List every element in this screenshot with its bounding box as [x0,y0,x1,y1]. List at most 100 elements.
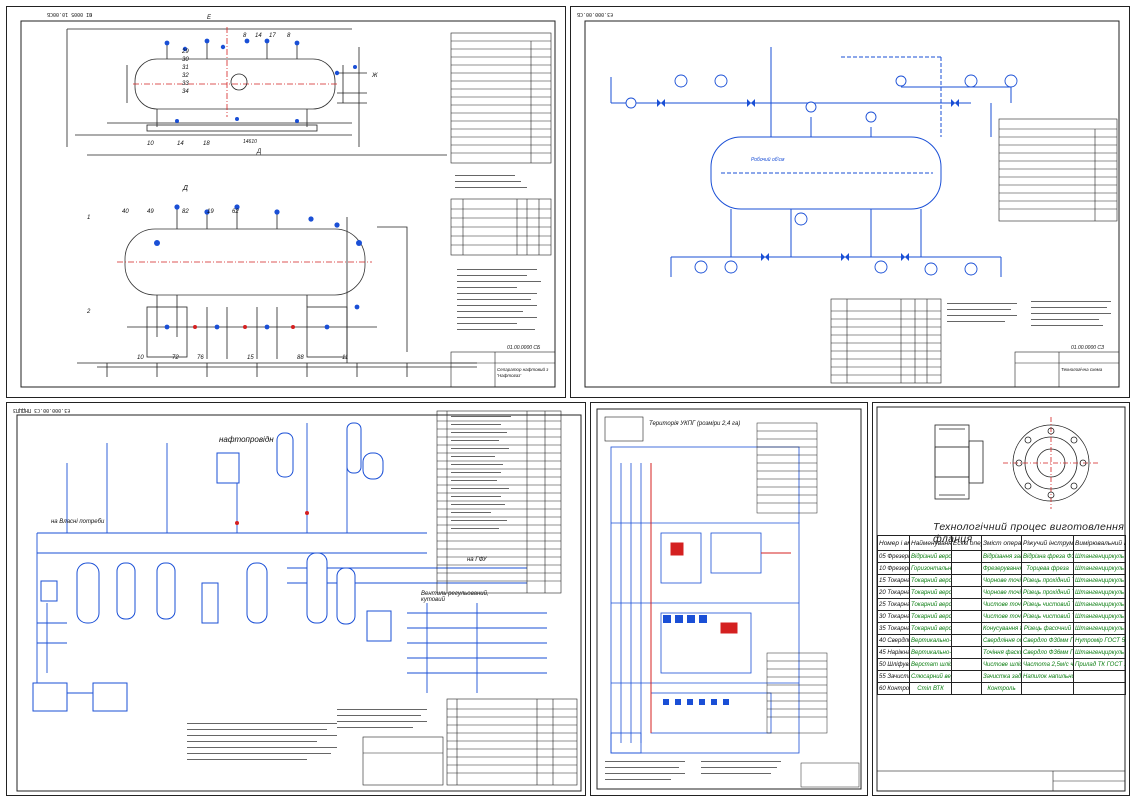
svg-text:40: 40 [122,209,129,215]
table-cell: 20 Токарна [877,586,910,599]
table-cell: Чистове точіння 1,2,3 [981,598,1022,611]
table-cell: 10 Фрезерна [877,562,910,575]
table-cell: 45 Наріжна [877,646,910,659]
sheet2-title: Технологічна схема [1061,367,1103,372]
table-cell: Чорнове точіння 1,2,3 [981,574,1022,587]
scheme-drawing [584,20,1120,388]
label-territory: Територія УКПГ (розміри 2,4 га) [649,421,741,427]
table-cell: Різець фасочний [1021,622,1074,635]
svg-text:19: 19 [207,209,214,215]
svg-text:Ж: Ж [371,73,378,79]
ops-header-row: Номер і вміст операції Найменування верс… [877,535,1126,551]
table-cell: 60 Контрольна [877,682,910,695]
label-own-needs: на Власні потреби [51,519,105,525]
table-cell: 25 Токарна [877,598,910,611]
svg-text:88: 88 [297,355,304,361]
table-cell: Напилок напильник [1021,670,1074,683]
table-cell: Різець прохідний Т15К6 [1021,586,1074,599]
ops-header-cell: Номер і вміст операції [877,535,910,551]
sheet-flange-process: Технологічний процес виготовлення фланця… [872,402,1130,796]
ops-header-cell: Ескіз операції [951,535,982,551]
table-cell [951,634,982,647]
table-cell: Штангенциркуль [1073,622,1126,635]
table-cell [1073,682,1126,695]
svg-text:10: 10 [137,355,144,361]
sheet-piping-scheme: ЄЗ.000.00.СЗ ПНДЦПЗ [6,402,586,796]
ops-table-body: 05 ФрезернаВідрізний верстат з ЧПУВідріз… [877,550,1126,695]
table-cell: Токарний верстат з ЧПУ 16Б16Т1 [909,610,952,623]
table-cell [951,646,982,659]
site-plan-drawing [596,408,862,790]
table-cell: Конусування 8 [981,622,1022,635]
svg-text:2: 2 [86,309,91,315]
svg-text:8: 8 [243,33,247,39]
table-cell: 05 Фрезерна [877,550,910,563]
table-cell: Верстат шліфувальний 3Л12-250-2500 [909,658,952,671]
svg-text:30: 30 [182,57,189,63]
table-cell: Різець чистовий Т30К4 [1021,610,1074,623]
table-cell [951,682,982,695]
svg-text:18: 18 [203,141,210,147]
table-cell: Точіння фаски отворів 9 [981,646,1022,659]
table-cell: 35 Токарна [877,622,910,635]
ops-header-cell: Ріжучий інструмент [1021,535,1074,551]
scheme-label-work-volume: Робочий об'єм [751,157,785,163]
table-cell [951,598,982,611]
label-oil-pipeline: нафтопровідн [219,435,274,444]
table-cell: Свердло Ф30мм ГОСТ 10903 [1021,634,1074,647]
table-cell: 55 Зачистна [877,670,910,683]
table-cell [951,550,982,563]
svg-text:8: 8 [287,33,291,39]
table-cell: Фрезерування торців [981,562,1022,575]
table-cell: Чистове точіння 4,5,6 [981,610,1022,623]
table-cell: Токарний верстат з ЧПУ 16Б16Т1 [909,586,952,599]
sheet-site-plan: Територія УКПГ (розміри 2,4 га) [590,402,868,796]
table-cell: Відрізний верстат з ЧПУ [909,550,952,563]
table-cell: Вертикально-свердлильний 2Н118 [909,634,952,647]
table-row: 50 ШліфувальнаВерстат шліфувальний 3Л12-… [877,658,1126,671]
svg-text:Д: Д [256,149,262,155]
table-cell [951,586,982,599]
table-row: 40 СвердлильнаВертикально-свердлильний 2… [877,634,1126,647]
table-cell: Штангенциркуль [1073,562,1126,575]
svg-text:31: 31 [182,65,189,71]
svg-text:33: 33 [182,81,189,87]
table-cell: Прилад ТК ГОСТ 18777 [1073,658,1126,671]
table-cell: 40 Свердлильна [877,634,910,647]
table-cell: Чорнове точіння поверхні 4,5 [981,586,1022,599]
table-cell: Штангенциркуль [1073,550,1126,563]
table-cell: Токарний верстат з ЧПУ 16Б16Т1 [909,622,952,635]
svg-text:49: 49 [147,209,154,215]
svg-text:82: 82 [182,209,189,215]
table-cell [951,574,982,587]
svg-text:62: 62 [232,209,239,215]
ops-header-cell: Вимірювальний інструмент [1073,535,1126,551]
label-adjustable-valve: Вентиль регульований, кутовий [421,591,489,603]
table-cell: Слюсарний верстат [909,670,952,683]
table-cell: Свердління отворів 9 [981,634,1022,647]
table-cell: 50 Шліфувальна [877,658,910,671]
table-cell: Різець чистовий Т30К4 [1021,598,1074,611]
table-cell [951,670,982,683]
table-cell: Контроль [981,682,1022,695]
table-cell: Горизонтально-фрезерний верстат [909,562,952,575]
svg-text:29: 29 [181,49,189,55]
table-cell: Зачистка задирок [981,670,1022,683]
svg-text:14: 14 [177,141,184,147]
table-cell: 30 Токарна [877,610,910,623]
table-cell [951,622,982,635]
sheet1-doc-number: 01.00.0000 СБ [507,345,541,351]
table-cell [951,658,982,671]
table-cell: Штангенциркуль [1073,646,1126,659]
table-cell [1021,682,1074,695]
piping-drawing [16,410,582,792]
table-cell: Штангенциркуль [1073,610,1126,623]
table-cell: Нутромір ГОСТ 5376 [1073,634,1126,647]
svg-text:15: 15 [247,355,254,361]
table-cell: Штангенциркуль [1073,598,1126,611]
